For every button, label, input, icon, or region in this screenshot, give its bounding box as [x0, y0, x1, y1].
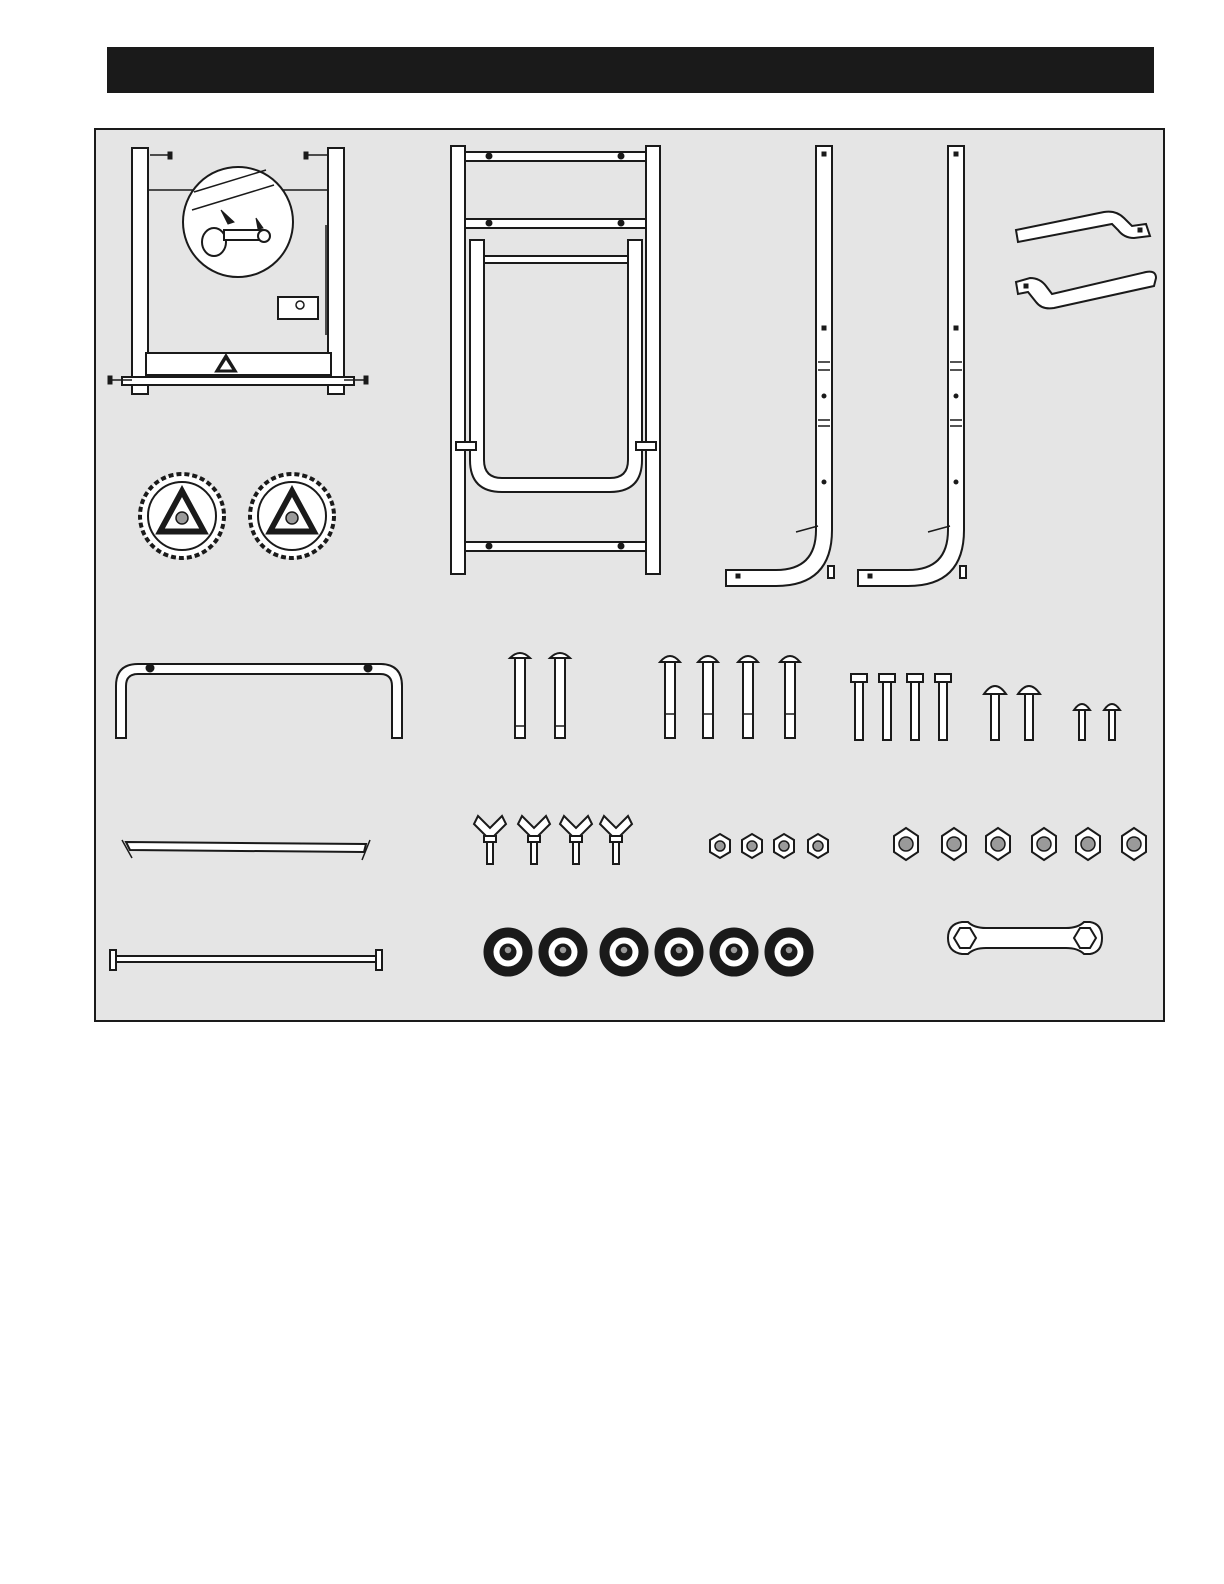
small-nuts	[710, 834, 828, 858]
nut-icon	[1032, 828, 1056, 860]
nut-icon	[808, 834, 828, 858]
wheel-caps	[484, 928, 813, 976]
carriage-bolt-icon	[1074, 704, 1090, 740]
nut-icon	[894, 828, 918, 860]
header-bar	[107, 47, 1154, 93]
hex-bolts	[851, 674, 951, 740]
wheel-icon	[140, 474, 224, 558]
nut-icon	[1076, 828, 1100, 860]
cap-icon	[655, 928, 703, 976]
hex-bolt-icon	[851, 674, 867, 740]
cap-icon	[539, 928, 587, 976]
cap-icon	[600, 928, 648, 976]
bolt-icon	[780, 656, 800, 738]
nut-icon	[774, 834, 794, 858]
nut-icon	[942, 828, 966, 860]
wing-bolt-icon	[474, 816, 506, 864]
carriage-bolt-icon	[984, 686, 1006, 740]
nut-icon	[986, 828, 1010, 860]
carriage-bolt-icon	[1104, 704, 1120, 740]
hex-bolt-icon	[879, 674, 895, 740]
wing-bolt-icon	[518, 816, 550, 864]
bent-tube	[726, 146, 834, 586]
wrench	[948, 922, 1102, 954]
curved-handle	[1016, 212, 1150, 242]
handle-frame	[451, 146, 660, 574]
bolt-icon	[738, 656, 758, 738]
u-bar	[116, 664, 402, 738]
base-frame	[108, 148, 368, 394]
leg-tubes	[726, 146, 966, 586]
wing-bolt-icon	[600, 816, 632, 864]
small-carriage-bolts	[1074, 704, 1120, 740]
bent-tube	[858, 146, 966, 586]
curved-handle	[1016, 272, 1156, 309]
wrench-icon	[948, 922, 1102, 954]
large-nuts	[894, 828, 1146, 860]
flat-bracket	[122, 840, 370, 860]
cap-icon	[484, 928, 532, 976]
curved-handles	[1016, 212, 1156, 309]
bolt-icon	[510, 653, 530, 738]
cap-icon	[710, 928, 758, 976]
carriage-bolt-icon	[1018, 686, 1040, 740]
wheel-icon	[250, 474, 334, 558]
bolt-icon	[698, 656, 718, 738]
wing-bolts	[474, 816, 632, 864]
long-bolts	[510, 653, 570, 738]
bolt-icon	[550, 653, 570, 738]
nut-icon	[742, 834, 762, 858]
parts-panel	[94, 128, 1165, 1022]
nut-icon	[1122, 828, 1146, 860]
hex-bolt-icon	[907, 674, 923, 740]
cap-icon	[765, 928, 813, 976]
bolt-set	[660, 656, 800, 738]
wing-bolt-icon	[560, 816, 592, 864]
carriage-bolts	[984, 686, 1040, 740]
nut-icon	[710, 834, 730, 858]
wheels	[140, 474, 334, 558]
hex-bolt-icon	[935, 674, 951, 740]
bolt-icon	[660, 656, 680, 738]
parts-illustration	[96, 130, 1167, 1024]
axle-rod	[110, 950, 382, 970]
